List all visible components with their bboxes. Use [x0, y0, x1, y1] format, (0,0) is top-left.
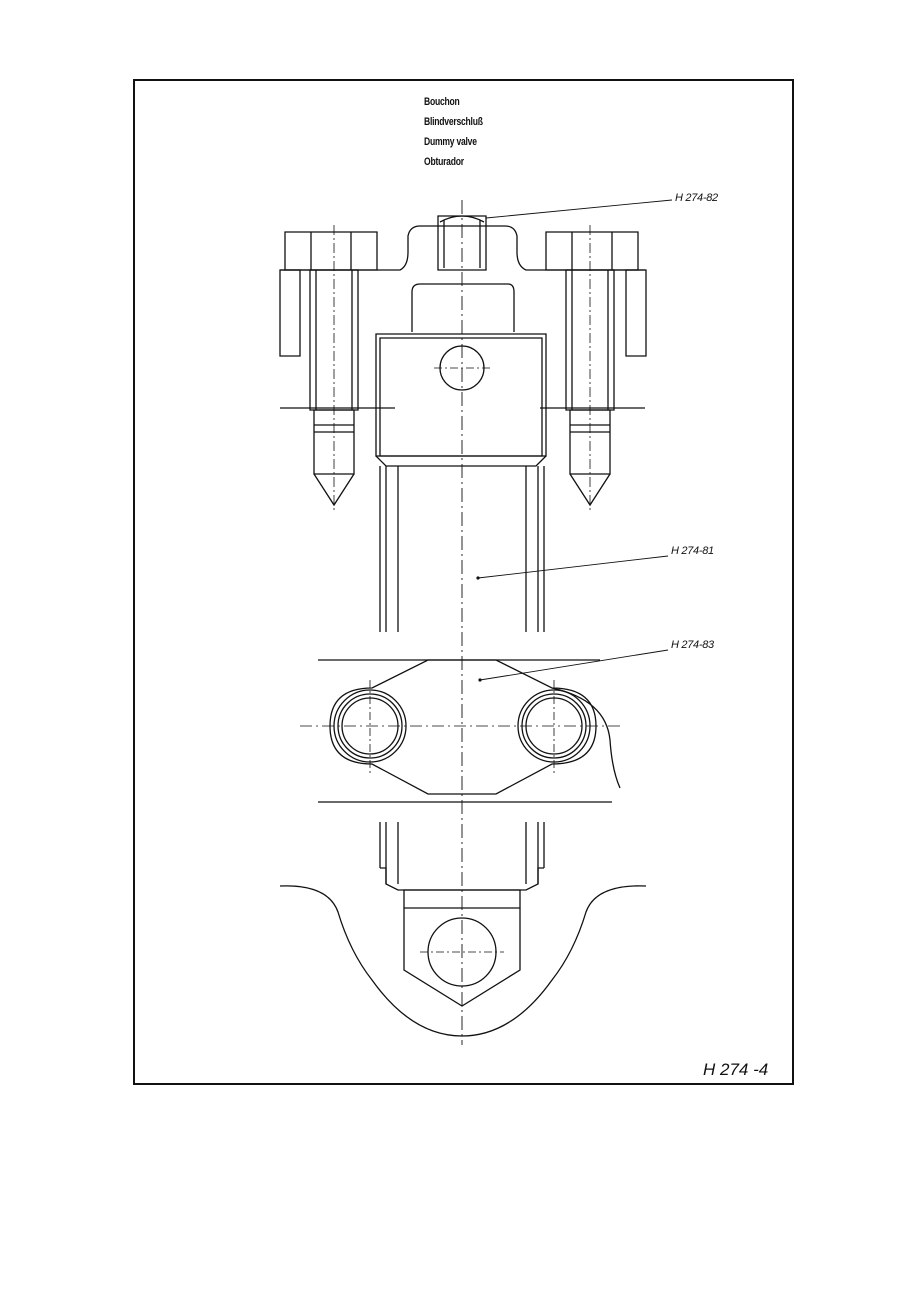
- right-bolt: [540, 225, 646, 510]
- drawing-frame: [134, 80, 793, 1084]
- callout-part-82: H 274-82: [675, 192, 718, 204]
- title-line-de: Blindverschluß: [424, 116, 483, 128]
- title-line-fr: Bouchon: [424, 96, 460, 108]
- callout-part-83: H 274-83: [671, 639, 714, 651]
- title-line-es: Obturador: [424, 156, 464, 168]
- leader-82: [486, 200, 672, 218]
- housing-bottom-outline: [280, 886, 646, 1036]
- leader-83: [480, 650, 668, 680]
- title-line-en: Dummy valve: [424, 136, 477, 148]
- housing-top-outline: [280, 226, 645, 270]
- flange: [300, 660, 620, 802]
- callout-part-81: H 274-81: [671, 545, 714, 557]
- sheet-number: H 274 -4: [703, 1060, 769, 1079]
- valve-shoulder: [412, 284, 514, 332]
- left-bolt: [280, 225, 395, 510]
- leader-81: [478, 556, 668, 578]
- valve-sleeve-lower: [380, 822, 544, 1006]
- valve-sleeve-upper: [376, 334, 546, 632]
